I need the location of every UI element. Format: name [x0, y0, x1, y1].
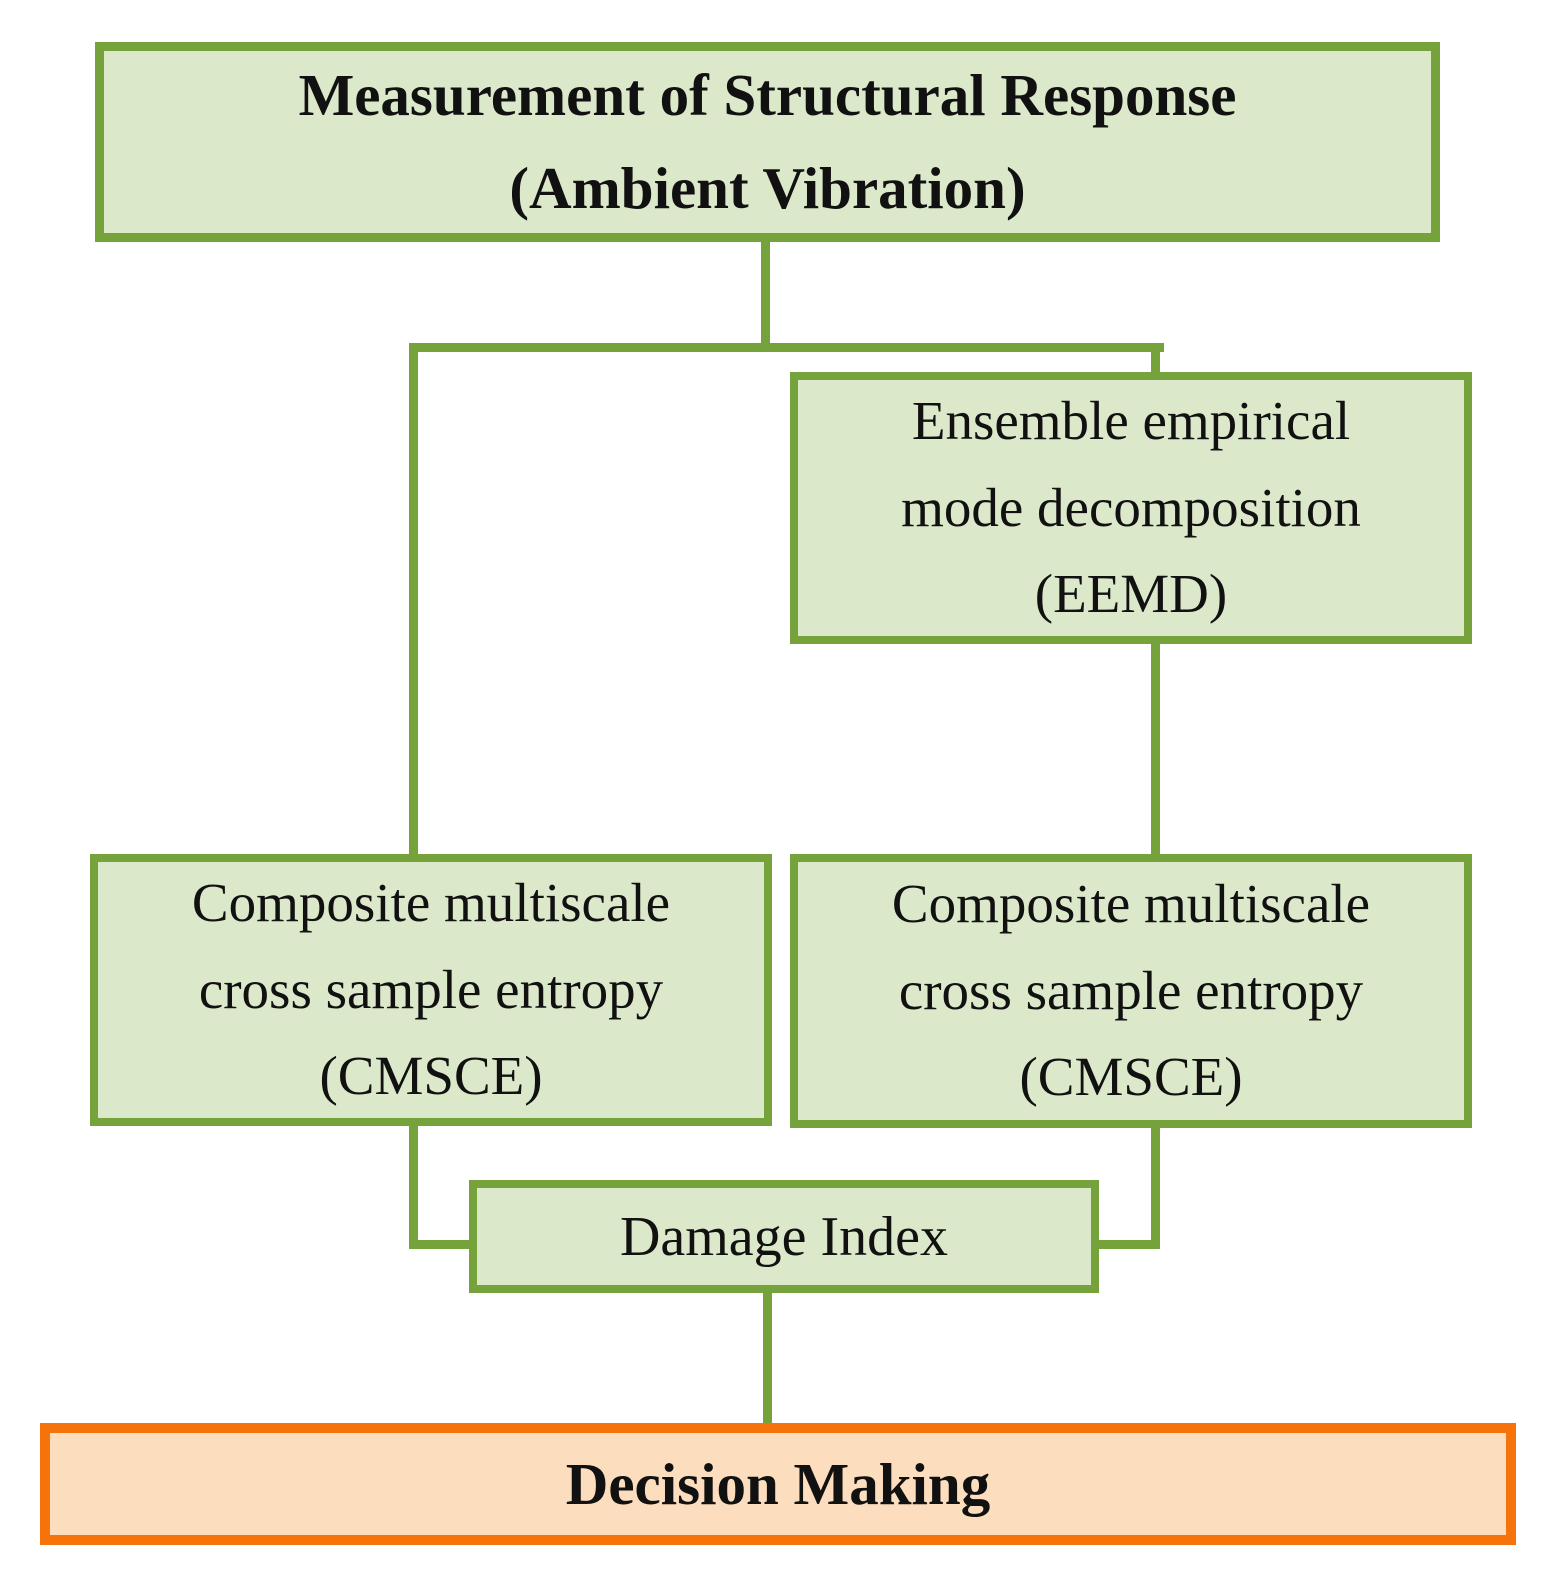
eemd-label-line2: mode decomposition [901, 476, 1361, 538]
connector-cmsce-left-down [409, 1122, 418, 1249]
cmsce-left-node: Composite multiscale cross sample entrop… [90, 854, 772, 1126]
connector-left-branch-vertical [409, 343, 418, 858]
cmsce-left-label-line3: (CMSCE) [319, 1045, 543, 1107]
decision-label: Decision Making [565, 1450, 991, 1517]
damage-index-node: Damage Index [469, 1180, 1099, 1293]
cmsce-right-label-line3: (CMSCE) [1019, 1046, 1243, 1108]
cmsce-right-node: Composite multiscale cross sample entrop… [790, 854, 1472, 1128]
eemd-node: Ensemble empirical mode decomposition (E… [790, 372, 1472, 644]
connector-eemd-to-cmsce-right [1151, 640, 1160, 858]
damage-index-label: Damage Index [619, 1205, 949, 1268]
measurement-node: Measurement of Structural Response (Ambi… [95, 42, 1440, 242]
connector-left-elbow-horizontal [409, 1240, 475, 1249]
eemd-label-line3: (EEMD) [1034, 563, 1228, 625]
cmsce-left-label-line2: cross sample entropy [198, 958, 664, 1020]
connector-right-branch-vertical [1151, 343, 1160, 376]
cmsce-left-label-line1: Composite multiscale [191, 871, 671, 933]
measurement-label-line2: (Ambient Vibration) [509, 155, 1026, 221]
cmsce-right-label-line2: cross sample entropy [898, 959, 1364, 1021]
eemd-label-line1: Ensemble empirical [911, 389, 1351, 451]
cmsce-right-label-line1: Composite multiscale [891, 872, 1371, 934]
measurement-label-line1: Measurement of Structural Response [298, 61, 1237, 128]
decision-node: Decision Making [40, 1423, 1516, 1545]
connector-right-elbow-horizontal [1093, 1240, 1160, 1249]
connector-damage-to-decision [763, 1290, 772, 1427]
connector-cmsce-right-down [1151, 1124, 1160, 1249]
connector-measurement-stem [761, 242, 770, 347]
connector-branch-horizontal [409, 343, 1164, 352]
